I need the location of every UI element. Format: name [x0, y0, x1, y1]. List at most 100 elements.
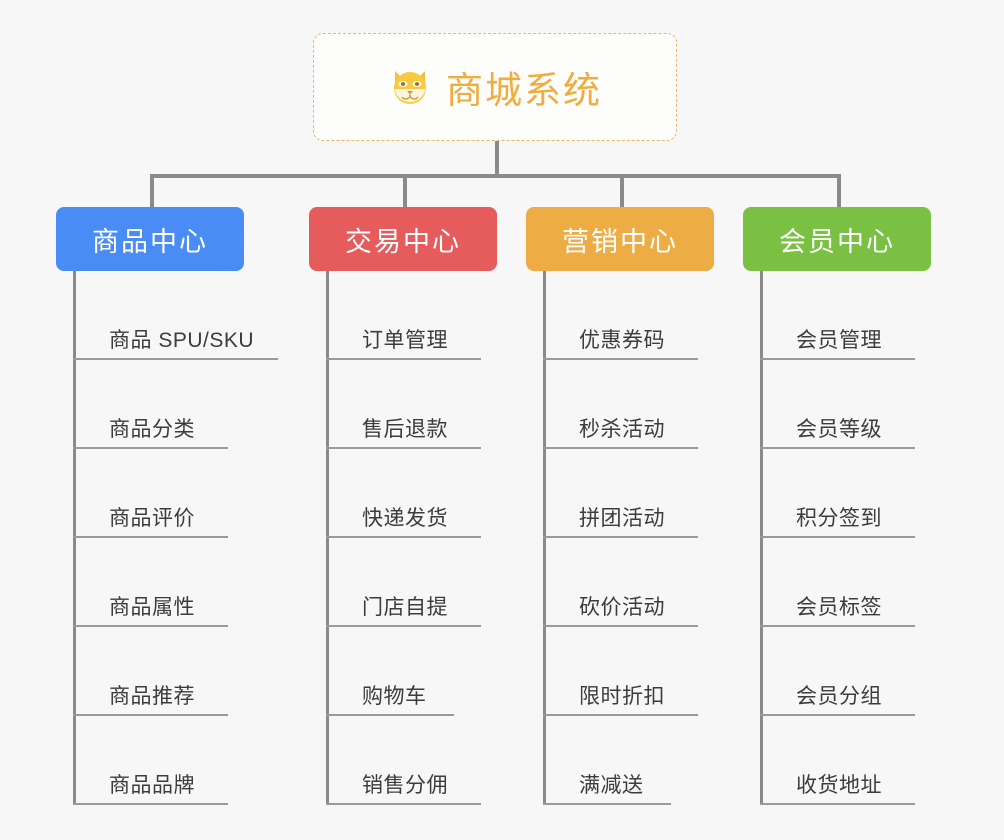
leaf-spine-1 — [326, 271, 329, 805]
leaf-rule — [73, 447, 228, 449]
leaf-item[interactable]: 收货地址 — [760, 716, 931, 805]
leaf-rule — [760, 714, 915, 716]
leaf-label: 商品分类 — [109, 418, 195, 441]
leaf-rule — [760, 803, 915, 805]
category-title-2: 营销中心 — [562, 226, 678, 257]
leaf-rule — [326, 803, 481, 805]
leaf-label: 砍价活动 — [579, 596, 665, 619]
leaf-rule — [326, 714, 454, 716]
leaf-rule — [543, 625, 698, 627]
leaf-item[interactable]: 秒杀活动 — [543, 360, 714, 449]
leaf-rule — [543, 447, 698, 449]
leaf-list-2: 优惠券码 秒杀活动 拼团活动 砍价活动 限时折扣 满减送 — [543, 271, 714, 805]
category-column-1: 交易中心 订单管理 售后退款 快递发货 门店自提 购物车 — [309, 207, 497, 805]
leaf-label: 商品品牌 — [109, 774, 195, 797]
leaf-spine-0 — [73, 271, 76, 805]
leaf-item[interactable]: 会员等级 — [760, 360, 931, 449]
category-header-2[interactable]: 营销中心 — [526, 207, 714, 271]
leaf-item[interactable]: 购物车 — [326, 627, 497, 716]
root-title: 商城系统 — [446, 70, 602, 111]
leaf-label: 商品属性 — [109, 596, 195, 619]
leaf-item[interactable]: 拼团活动 — [543, 449, 714, 538]
connector-drop-0 — [150, 174, 154, 210]
leaf-item[interactable]: 砍价活动 — [543, 538, 714, 627]
leaf-label: 积分签到 — [796, 507, 882, 530]
leaf-item[interactable]: 销售分佣 — [326, 716, 497, 805]
leaf-label: 门店自提 — [362, 596, 448, 619]
category-column-2: 营销中心 优惠券码 秒杀活动 拼团活动 砍价活动 限时折扣 — [526, 207, 714, 805]
leaf-rule — [326, 447, 481, 449]
category-header-3[interactable]: 会员中心 — [743, 207, 931, 271]
connector-stem — [495, 141, 499, 176]
leaf-item[interactable]: 快递发货 — [326, 449, 497, 538]
leaf-item[interactable]: 会员管理 — [760, 271, 931, 360]
leaf-item[interactable]: 门店自提 — [326, 538, 497, 627]
leaf-label: 会员分组 — [796, 685, 882, 708]
leaf-label: 会员等级 — [796, 418, 882, 441]
leaf-label: 商品 SPU/SKU — [109, 329, 255, 352]
root-node[interactable]: 商城系统 — [313, 33, 677, 141]
leaf-label: 收货地址 — [796, 774, 882, 797]
leaf-rule — [760, 358, 915, 360]
category-column-3: 会员中心 会员管理 会员等级 积分签到 会员标签 会员分组 — [743, 207, 931, 805]
category-title-1: 交易中心 — [345, 226, 461, 257]
leaf-spine-2 — [543, 271, 546, 805]
leaf-rule — [73, 803, 228, 805]
leaf-item[interactable]: 商品推荐 — [73, 627, 244, 716]
leaf-label: 商品评价 — [109, 507, 195, 530]
category-title-0: 商品中心 — [92, 226, 208, 257]
leaf-label: 售后退款 — [362, 418, 448, 441]
leaf-rule — [73, 625, 228, 627]
leaf-label: 会员管理 — [796, 329, 882, 352]
connector-drop-1 — [403, 174, 407, 210]
connector-drop-3 — [837, 174, 841, 210]
leaf-rule — [73, 358, 278, 360]
leaf-label: 销售分佣 — [362, 774, 448, 797]
leaf-item[interactable]: 商品分类 — [73, 360, 244, 449]
leaf-rule — [760, 625, 915, 627]
leaf-item[interactable]: 商品属性 — [73, 538, 244, 627]
category-title-3: 会员中心 — [779, 226, 895, 257]
leaf-spine-3 — [760, 271, 763, 805]
leaf-rule — [543, 358, 698, 360]
leaf-label: 限时折扣 — [579, 685, 665, 708]
leaf-list-0: 商品 SPU/SKU 商品分类 商品评价 商品属性 商品推荐 商品品牌 — [73, 271, 278, 805]
connector-drop-2 — [620, 174, 624, 210]
leaf-rule — [760, 536, 915, 538]
leaf-label: 商品推荐 — [109, 685, 195, 708]
leaf-rule — [543, 536, 698, 538]
leaf-rule — [326, 358, 481, 360]
shiba-dog-face-icon — [388, 65, 432, 109]
leaf-list-3: 会员管理 会员等级 积分签到 会员标签 会员分组 收货地址 — [760, 271, 931, 805]
leaf-rule — [543, 714, 698, 716]
leaf-item[interactable]: 会员标签 — [760, 538, 931, 627]
leaf-label: 拼团活动 — [579, 507, 665, 530]
leaf-item[interactable]: 订单管理 — [326, 271, 497, 360]
leaf-label: 满减送 — [579, 774, 644, 797]
category-column-0: 商品中心 商品 SPU/SKU 商品分类 商品评价 商品属性 商品推荐 — [56, 207, 278, 805]
leaf-label: 会员标签 — [796, 596, 882, 619]
leaf-item[interactable]: 限时折扣 — [543, 627, 714, 716]
category-header-0[interactable]: 商品中心 — [56, 207, 244, 271]
leaf-item[interactable]: 满减送 — [543, 716, 714, 805]
connector-bus — [150, 174, 839, 178]
leaf-item[interactable]: 商品品牌 — [73, 716, 244, 805]
leaf-rule — [543, 803, 671, 805]
leaf-label: 快递发货 — [362, 507, 448, 530]
leaf-rule — [760, 447, 915, 449]
category-header-1[interactable]: 交易中心 — [309, 207, 497, 271]
leaf-rule — [326, 625, 481, 627]
leaf-label: 优惠券码 — [579, 329, 665, 352]
leaf-label: 订单管理 — [362, 329, 448, 352]
leaf-list-1: 订单管理 售后退款 快递发货 门店自提 购物车 销售分佣 — [326, 271, 497, 805]
leaf-item[interactable]: 售后退款 — [326, 360, 497, 449]
leaf-item[interactable]: 积分签到 — [760, 449, 931, 538]
leaf-item[interactable]: 优惠券码 — [543, 271, 714, 360]
leaf-item[interactable]: 商品评价 — [73, 449, 244, 538]
leaf-label: 秒杀活动 — [579, 418, 665, 441]
leaf-item[interactable]: 会员分组 — [760, 627, 931, 716]
leaf-rule — [73, 536, 228, 538]
leaf-label: 购物车 — [362, 685, 427, 708]
leaf-item[interactable]: 商品 SPU/SKU — [73, 271, 278, 360]
